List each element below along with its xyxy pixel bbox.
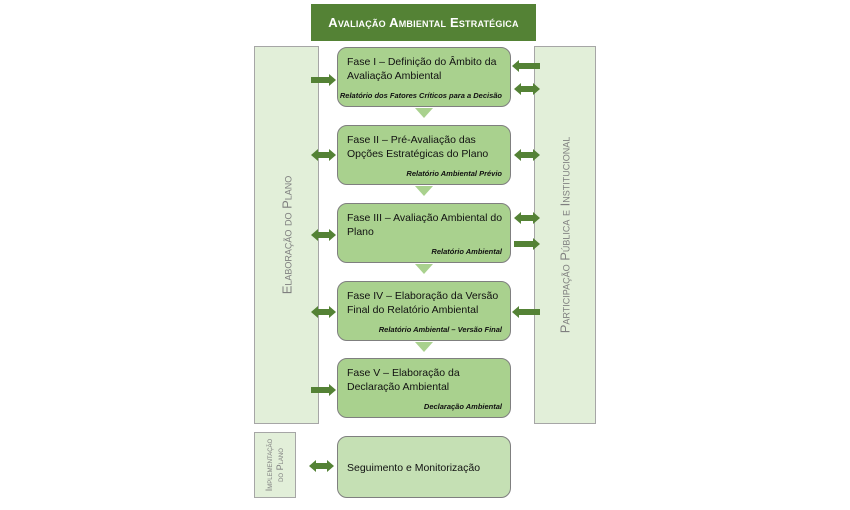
- flow-arrow-icon: [415, 264, 433, 274]
- arrow-left-icon: [512, 306, 540, 318]
- phase-report: Relatório dos Fatores Críticos para a De…: [339, 91, 502, 100]
- phase-title: Fase III – Avaliação Ambiental do Plano: [347, 212, 503, 238]
- arrow-right-icon: [311, 74, 336, 86]
- phase-title: Fase I – Definição do Âmbito da Avaliaçã…: [347, 56, 497, 82]
- arrow-bidirectional-icon: [514, 212, 540, 224]
- phase-box: Fase V – Elaboração da Declaração Ambien…: [337, 358, 511, 418]
- phase-box: Fase I – Definição do Âmbito da Avaliaçã…: [337, 47, 511, 107]
- flow-arrow-icon: [415, 186, 433, 196]
- monitoring-label: Seguimento e Monitorização: [347, 462, 481, 474]
- diagram-title: Avaliação Ambiental Estratégica: [311, 4, 536, 41]
- phase-box: Fase II – Pré-Avaliação das Opções Estra…: [337, 125, 511, 185]
- left-panel-elaboracao: Elaboração do Plano: [254, 46, 319, 424]
- phase-report: Declaração Ambiental: [423, 402, 502, 411]
- arrow-bidirectional-icon: [514, 149, 540, 161]
- phase-report: Relatório Ambiental Prévio: [406, 169, 502, 178]
- arrow-bidirectional-icon: [514, 83, 540, 95]
- arrow-left-icon: [512, 60, 540, 72]
- phase-title: Fase II – Pré-Avaliação das Opções Estra…: [347, 134, 489, 160]
- phase-title: Fase IV – Elaboração da Versão Final do …: [347, 290, 499, 316]
- arrow-bidirectional-icon: [309, 460, 334, 472]
- phase-title: Fase V – Elaboração da Declaração Ambien…: [347, 367, 460, 393]
- arrow-bidirectional-icon: [311, 149, 336, 161]
- arrow-bidirectional-icon: [311, 229, 336, 241]
- monitoring-box: Seguimento e Monitorização: [337, 436, 511, 498]
- arrow-right-icon: [514, 238, 540, 250]
- flow-arrow-icon: [415, 342, 433, 352]
- right-panel-participacao: Participação Pública e Institucional: [534, 46, 596, 424]
- arrow-right-icon: [311, 384, 336, 396]
- phase-box: Fase IV – Elaboração da Versão Final do …: [337, 281, 511, 341]
- phase-report: Relatório Ambiental: [431, 247, 502, 256]
- arrow-bidirectional-icon: [311, 306, 336, 318]
- phase-report: Relatório Ambiental – Versão Final: [378, 325, 502, 334]
- flow-arrow-icon: [415, 108, 433, 118]
